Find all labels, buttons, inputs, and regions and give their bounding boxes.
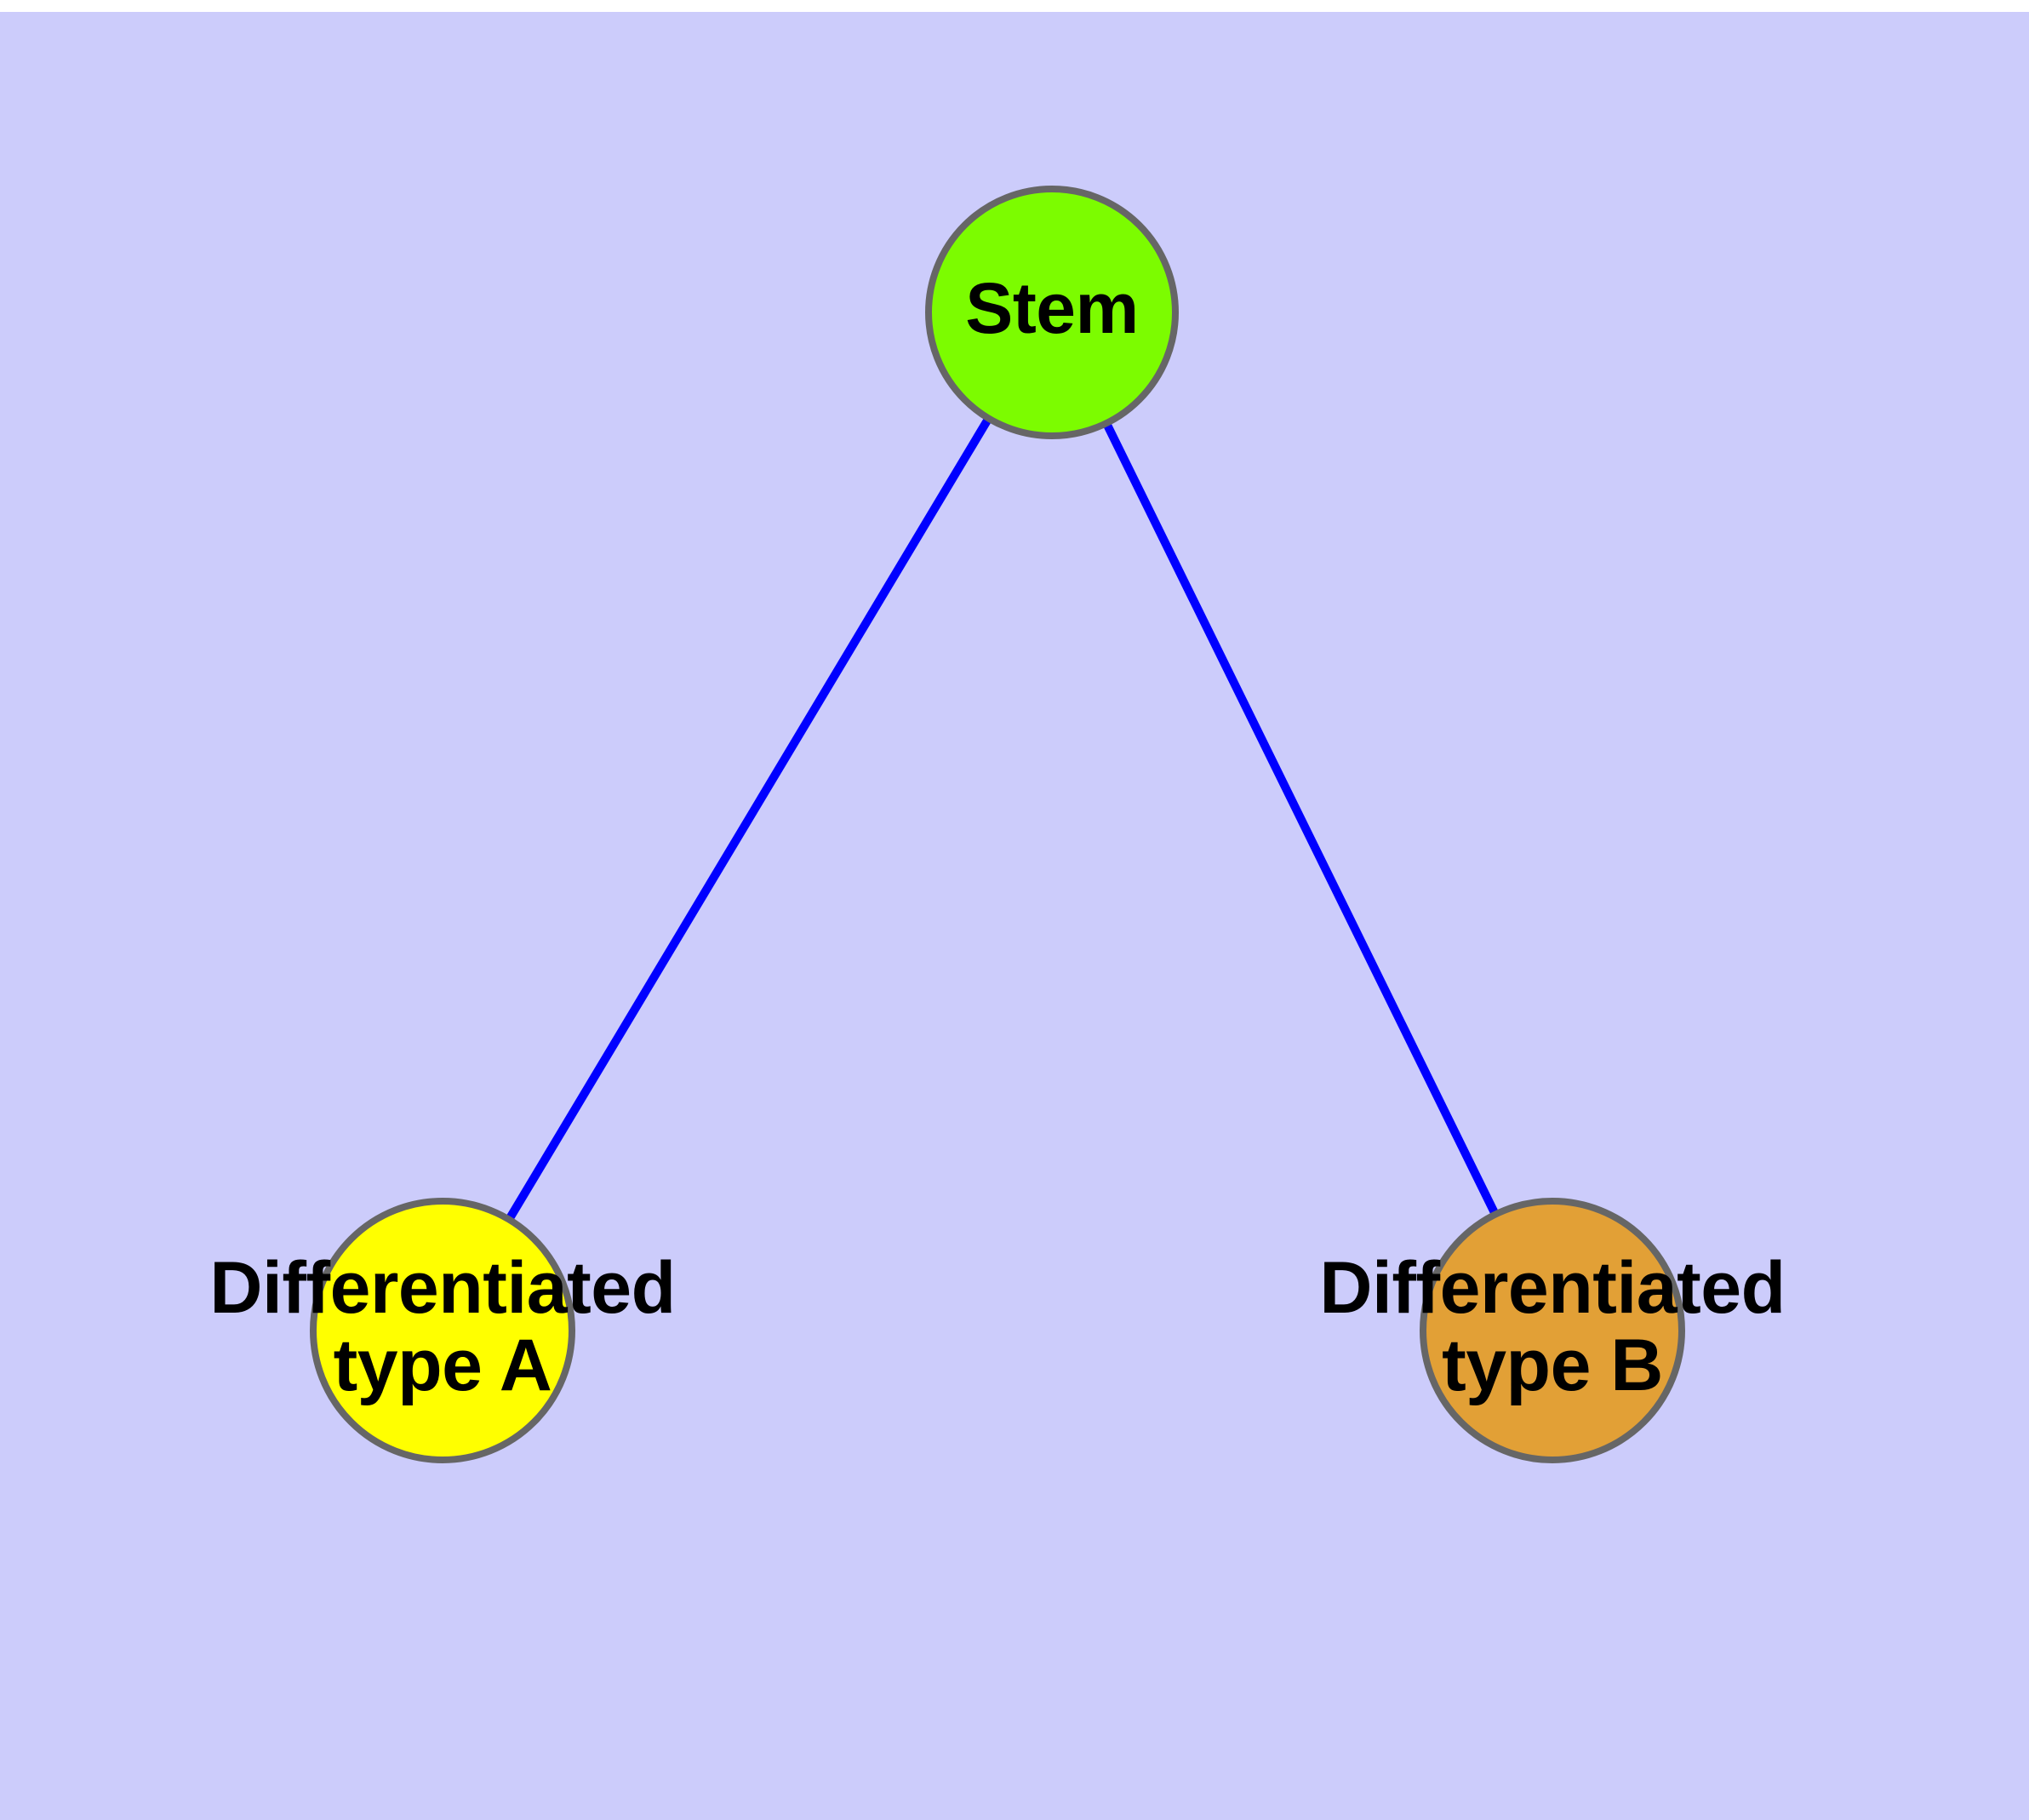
node-stem[interactable] <box>925 186 1179 439</box>
node-differentiated-type-b[interactable] <box>1420 1198 1685 1463</box>
node-layer <box>310 186 1685 1463</box>
node-differentiated-type-a[interactable] <box>310 1198 575 1463</box>
edge-stem-to-differentiated-type-a[interactable] <box>502 411 995 1227</box>
edge-layer <box>502 411 1502 1227</box>
edge-stem-to-differentiated-type-b[interactable] <box>1100 416 1502 1222</box>
